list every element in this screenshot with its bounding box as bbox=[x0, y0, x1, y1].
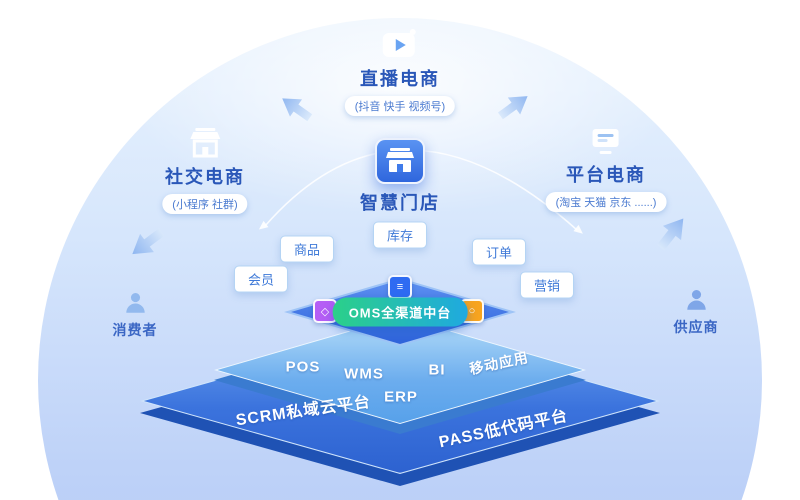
oms-platform-label: OMS全渠道中台 bbox=[332, 297, 468, 327]
channel-live-ecommerce: 直播电商 (抖音 快手 视频号) bbox=[344, 28, 456, 116]
channel-subtitle: (抖音 快手 视频号) bbox=[344, 96, 456, 116]
tag-goods: 商品 bbox=[279, 235, 335, 263]
channel-platform-ecommerce: 平台电商 (淘宝 天猫 京东 ......) bbox=[545, 126, 667, 212]
tag-orders: 订单 bbox=[471, 238, 527, 266]
list-icon: ≡ bbox=[388, 275, 412, 299]
middle-item-bi: BI bbox=[428, 361, 446, 379]
tag-marketing: 营销 bbox=[519, 271, 575, 299]
channel-title: 直播电商 bbox=[359, 69, 440, 89]
channel-subtitle: (淘宝 天猫 京东 ......) bbox=[545, 192, 667, 212]
actor-label: 消费者 bbox=[112, 322, 158, 338]
actor-consumer: 消费者 bbox=[113, 290, 158, 340]
person-icon bbox=[686, 290, 706, 310]
tag-inventory: 库存 bbox=[372, 221, 428, 249]
actor-supplier: 供应商 bbox=[674, 287, 719, 337]
person-icon bbox=[125, 293, 145, 313]
channel-social-ecommerce: 社交电商 (小程序 社群) bbox=[162, 128, 248, 214]
channel-subtitle: (小程序 社群) bbox=[162, 194, 248, 214]
channel-title: 平台电商 bbox=[566, 165, 646, 185]
actor-label: 供应商 bbox=[673, 319, 719, 335]
middle-item-erp: ERP bbox=[384, 388, 418, 406]
middle-item-wms: WMS bbox=[344, 365, 384, 383]
channel-title: 社交电商 bbox=[164, 167, 245, 187]
store-glyph-icon bbox=[386, 148, 414, 172]
application-layer bbox=[214, 316, 586, 434]
smart-store-title: 智慧门店 bbox=[360, 193, 440, 213]
smart-store-icon bbox=[375, 138, 425, 184]
storefront-icon bbox=[189, 128, 220, 158]
tag-members: 会员 bbox=[233, 265, 289, 293]
live-video-icon bbox=[382, 29, 416, 57]
channel-smart-store: 智慧门店 bbox=[360, 138, 440, 215]
shop-monitor-icon bbox=[593, 129, 619, 154]
middle-item-pos: POS bbox=[285, 358, 321, 376]
